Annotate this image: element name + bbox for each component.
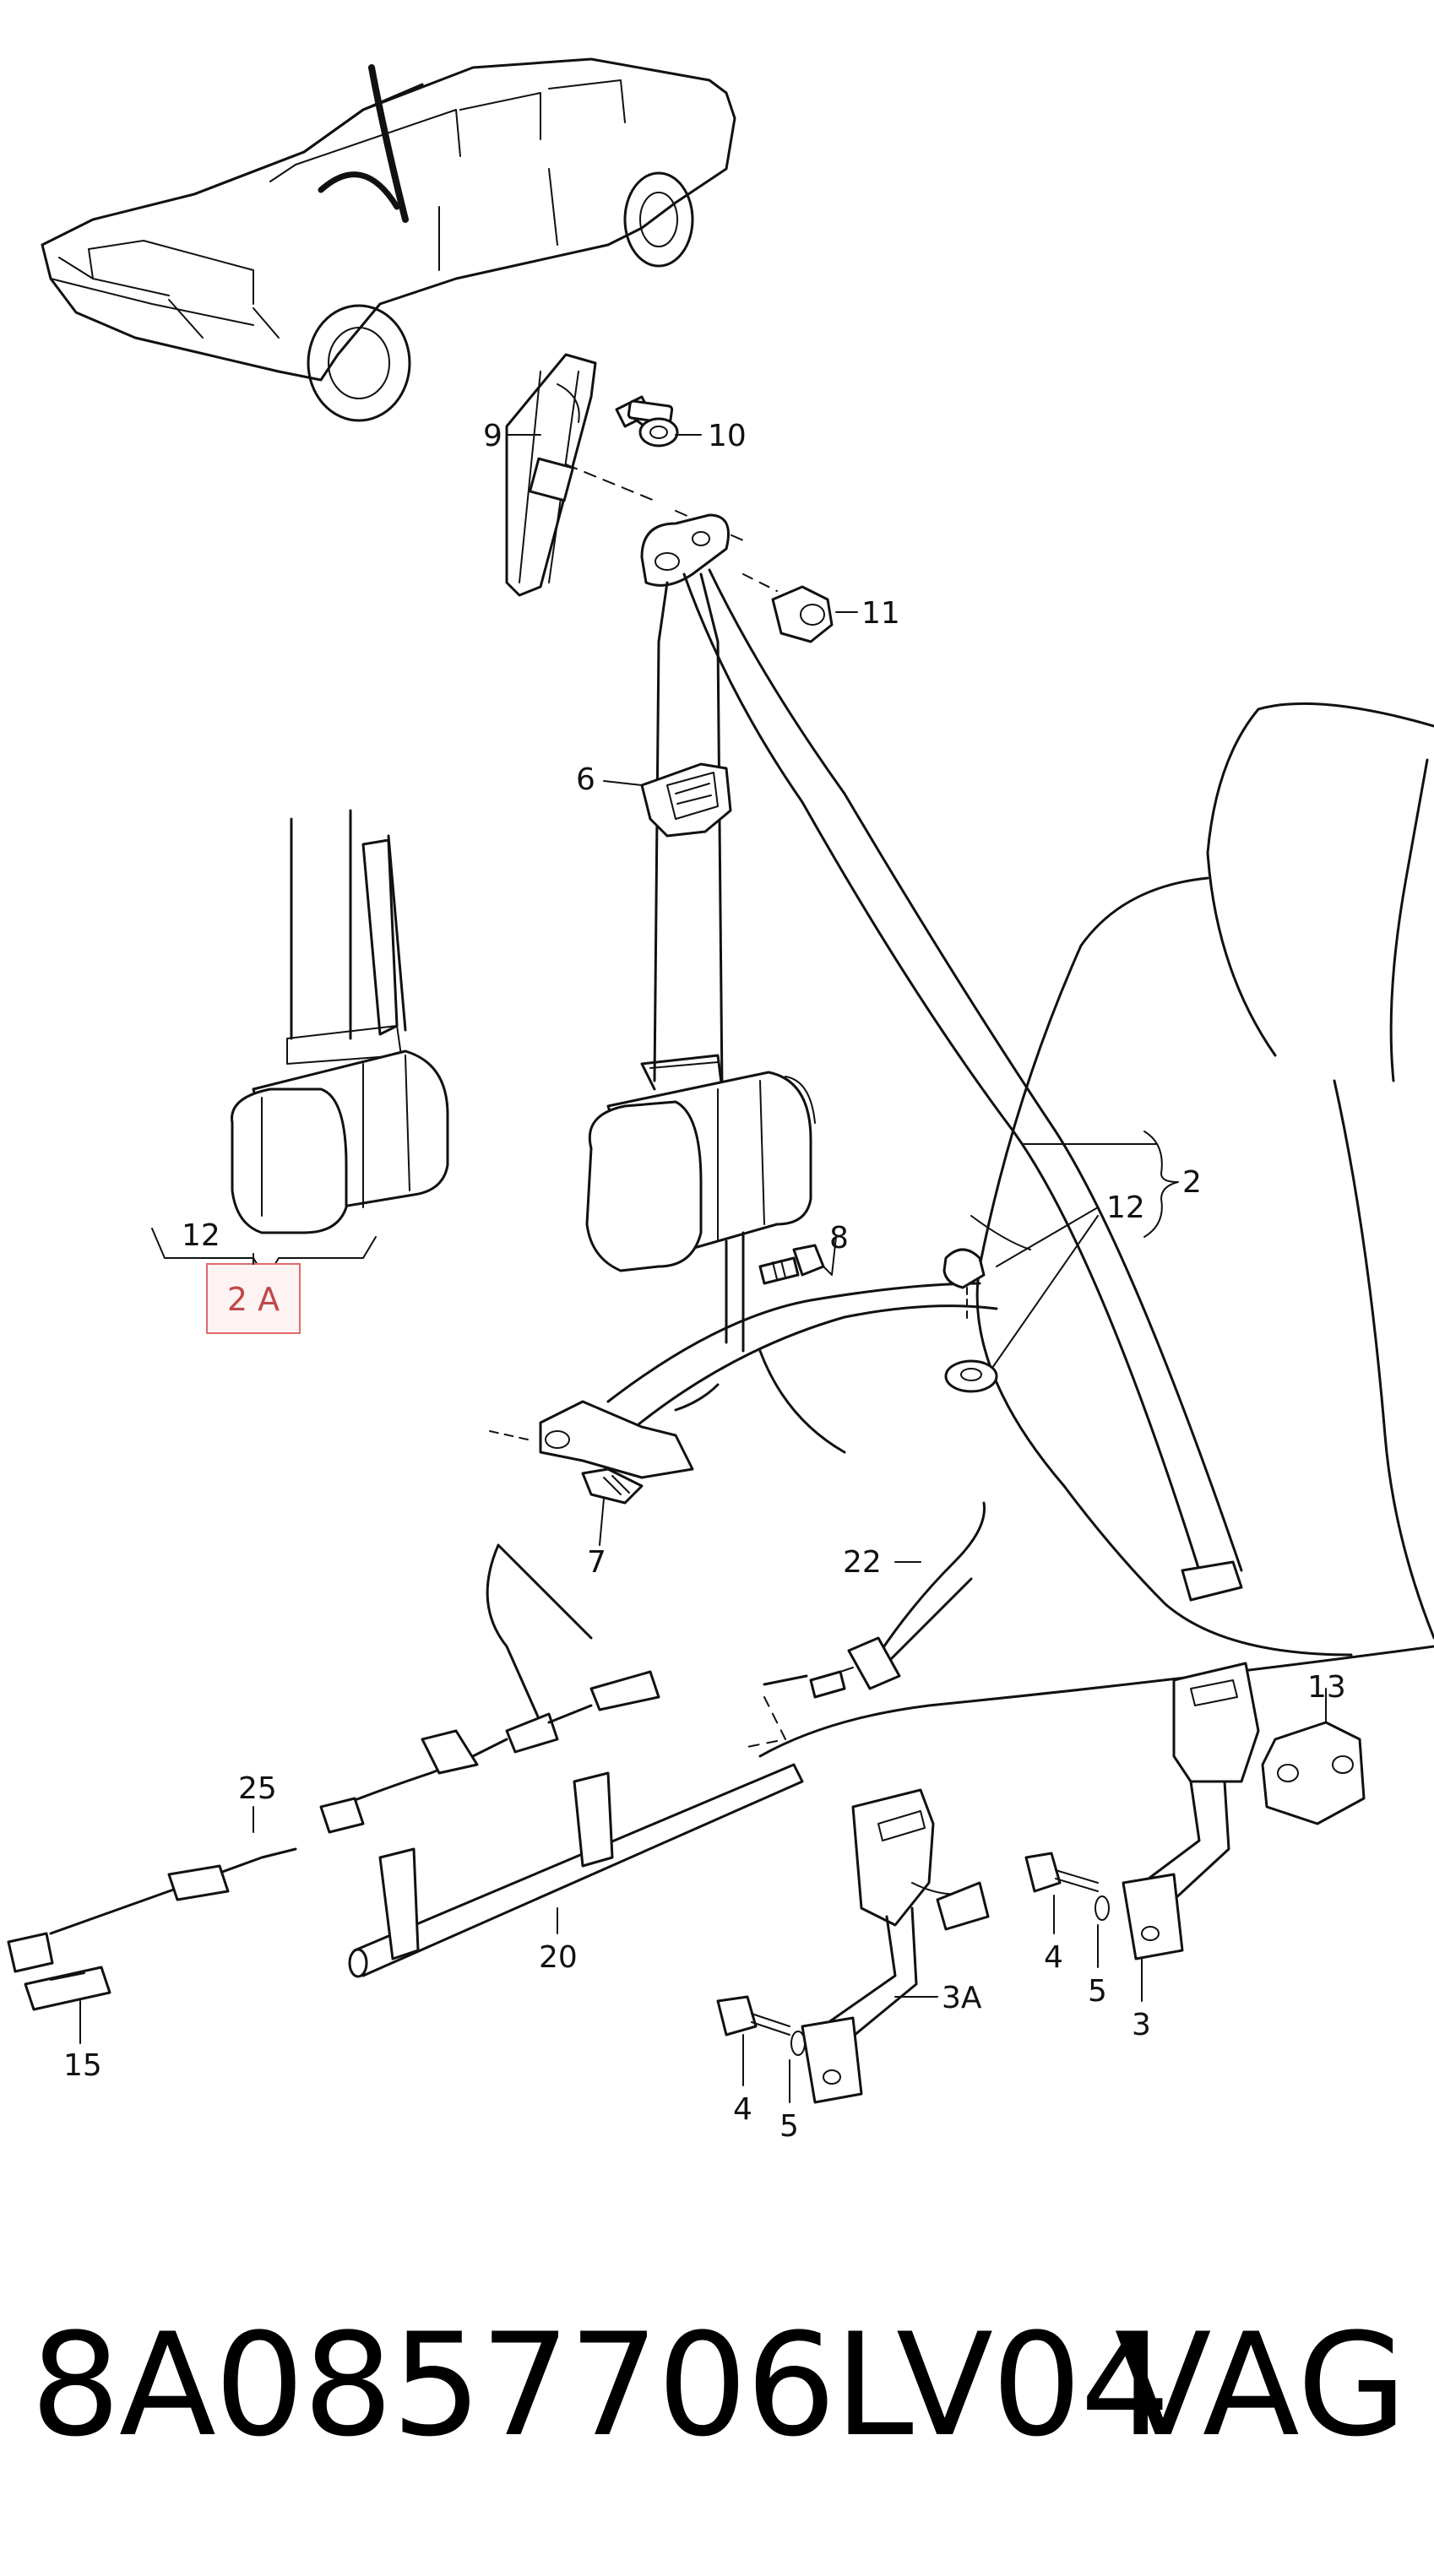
- callout-2: 2: [1182, 1165, 1202, 1200]
- seat-illustration: [758, 702, 1434, 1758]
- support-rail-20: [348, 1763, 804, 1978]
- callout-4-left: 4: [733, 2092, 752, 2127]
- brand-label: VAG: [1114, 2302, 1407, 2468]
- leader-dash-11: [742, 573, 778, 592]
- leader-dash-9: [565, 464, 744, 541]
- callout-9: 9: [483, 419, 502, 453]
- callout-8: 8: [829, 1221, 849, 1255]
- clip-12a: [942, 1248, 986, 1322]
- shoulder-belt: [653, 568, 1243, 1572]
- callout-10: 10: [708, 419, 747, 453]
- wiring-harness: [7, 1501, 986, 2011]
- callout-20: 20: [539, 1940, 578, 1975]
- retractor-2a: [231, 809, 449, 1234]
- bolt-7: [581, 1467, 644, 1505]
- callout-4-right: 4: [1044, 1940, 1063, 1975]
- callout-22: 22: [843, 1545, 882, 1580]
- buckle-3a: [801, 1788, 990, 2104]
- height-adjuster-9: [505, 353, 597, 597]
- retractor-2: [585, 1054, 816, 1353]
- callout-6: 6: [576, 762, 595, 797]
- end-fitting: [489, 1400, 694, 1479]
- callout-11: 11: [861, 596, 900, 631]
- bolt-4-right: [1024, 1852, 1099, 1893]
- clip-12b: [944, 1359, 998, 1393]
- lap-belt: [606, 1282, 998, 1454]
- callout-12-left: 12: [182, 1218, 220, 1253]
- highlight-2a: 2 A: [206, 1253, 301, 1334]
- leader-lines: [79, 434, 1327, 2103]
- callout-13: 13: [1307, 1670, 1346, 1705]
- callout-7: 7: [587, 1545, 606, 1580]
- bolt-4-left: [716, 1995, 790, 2036]
- callout-3a: 3A: [942, 1981, 982, 2015]
- callout-5-right: 5: [1088, 1974, 1107, 2009]
- callout-3: 3: [1132, 2008, 1151, 2042]
- callout-25: 25: [238, 1771, 277, 1806]
- nut-11: [771, 585, 834, 643]
- part-number: 8A0857706LV04: [30, 2302, 1171, 2468]
- belt-guide-6: [640, 762, 732, 838]
- callout-15: 15: [63, 2048, 102, 2083]
- callout-5-left: 5: [779, 2109, 799, 2144]
- callout-2a: 2 A: [227, 1281, 280, 1318]
- footer: 8A0857706LV04 VAG: [30, 2305, 1407, 2465]
- bolt-8: [758, 1244, 825, 1285]
- washer-5-right: [1095, 1895, 1110, 1921]
- sensor-13: [1261, 1688, 1366, 1825]
- callout-12-right: 12: [1106, 1190, 1145, 1225]
- car-illustration: [41, 57, 736, 422]
- buckle-3: [1122, 1560, 1260, 1960]
- washer-5-left: [790, 2031, 806, 2056]
- bolt-10: [615, 395, 679, 447]
